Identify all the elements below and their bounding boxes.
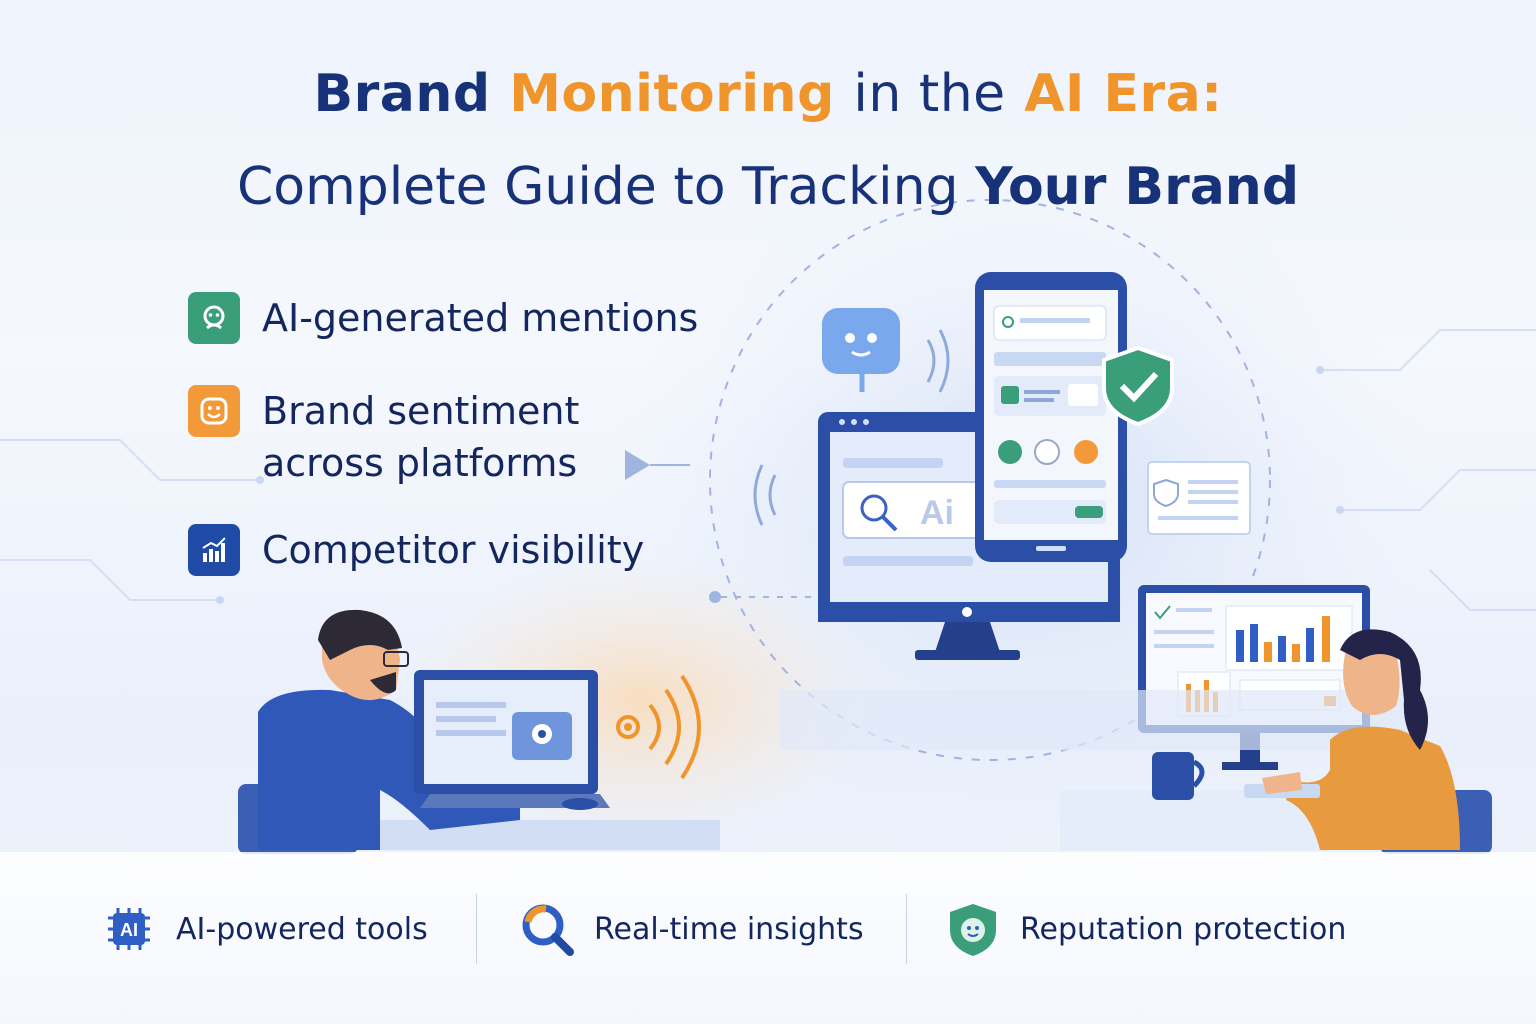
- title-line-1: Brand Monitoring in the AI Era:: [0, 62, 1536, 126]
- bar-chart-icon: [188, 524, 240, 576]
- bottom-item-label: AI-powered tools: [176, 911, 428, 947]
- feature-label: Competitor visibility: [262, 528, 645, 572]
- shield-icon: [944, 900, 1002, 958]
- title-brand: Brand: [313, 64, 491, 124]
- chatbot-bubble-icon: [822, 308, 950, 393]
- man-working-figure: [238, 609, 610, 854]
- title-guide: Complete Guide to Tracking: [236, 157, 959, 217]
- magnifier-icon: [518, 900, 576, 958]
- feature-brand-sentiment: Brand sentiment across platforms: [188, 385, 579, 489]
- feature-label: Brand sentiment across platforms: [262, 385, 579, 489]
- feature-label: AI-generated mentions: [262, 296, 699, 340]
- robot-face-icon: [188, 292, 240, 344]
- orange-signal-icon: [616, 674, 701, 780]
- document-card: [1147, 461, 1251, 535]
- coffee-mug-icon: [1152, 752, 1205, 800]
- title-monitoring: Monitoring: [509, 64, 835, 124]
- signal-waves-icon: [753, 464, 777, 526]
- bottom-item-label: Reputation protection: [1020, 911, 1347, 947]
- page-title: Brand Monitoring in the AI Era: Complete…: [0, 62, 1536, 220]
- feature-label-line-2: across platforms: [262, 441, 578, 485]
- title-in-the: in the: [853, 64, 1006, 124]
- smartphone: [975, 272, 1127, 562]
- feature-label-line-1: Brand sentiment: [262, 389, 580, 433]
- bottom-item-ai-tools: AI AI-powered tools: [100, 900, 428, 958]
- bottom-bar: AI AI-powered tools Real-time insights R…: [0, 852, 1536, 1024]
- feature-competitor-visibility: Competitor visibility: [188, 524, 644, 576]
- feature-ai-mentions: AI-generated mentions: [188, 292, 698, 344]
- smiley-icon: [188, 385, 240, 437]
- title-ai-era: AI Era:: [1024, 64, 1223, 124]
- ai-chip-icon: AI: [100, 900, 158, 958]
- divider: [906, 894, 907, 964]
- shield-check-icon: [1102, 345, 1174, 427]
- bottom-item-insights: Real-time insights: [518, 900, 864, 958]
- bottom-item-reputation: Reputation protection: [944, 900, 1346, 958]
- title-your-brand: Your Brand: [975, 157, 1300, 217]
- monitor-search-text: Ai: [920, 494, 954, 532]
- woman-working-figure: [1244, 629, 1492, 854]
- bottom-item-label: Real-time insights: [594, 911, 864, 947]
- divider: [476, 894, 477, 964]
- title-line-2: Complete Guide to Tracking Your Brand: [0, 154, 1536, 220]
- svg-text:AI: AI: [120, 920, 138, 940]
